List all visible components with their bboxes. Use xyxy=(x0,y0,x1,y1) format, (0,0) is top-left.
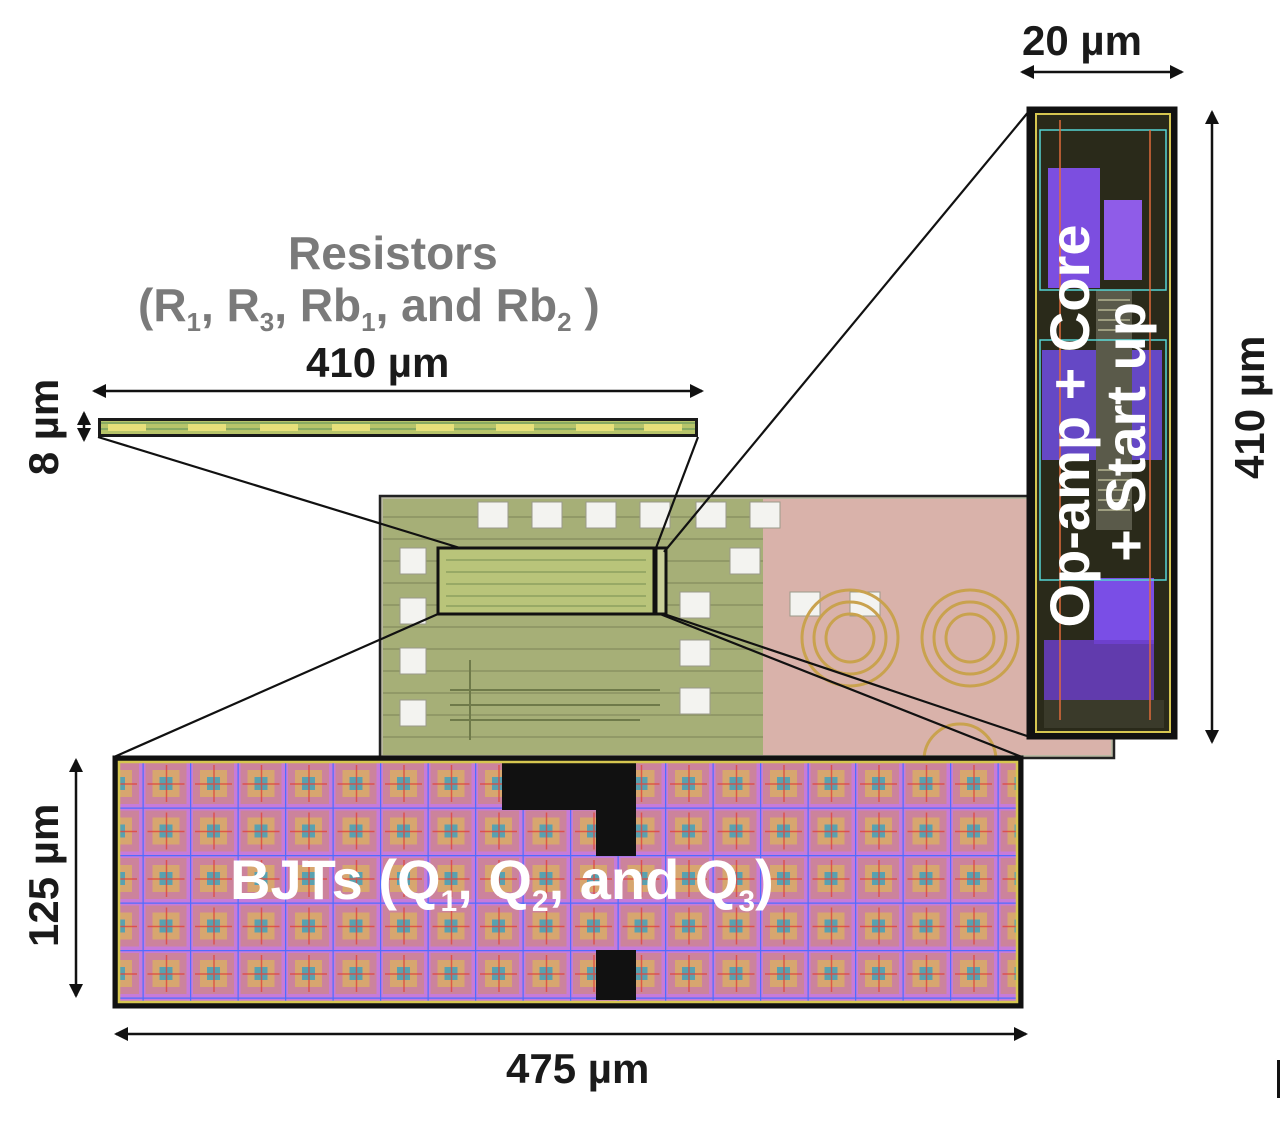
r3-subscript: 3 xyxy=(259,307,275,338)
rb1-subscript: 1 xyxy=(361,307,376,338)
resistors-subtitle-pre: (R xyxy=(138,279,187,331)
opamp-core-text: Op-amp + Core xyxy=(1038,224,1101,628)
bjt-height-text: 125 µm xyxy=(20,803,67,947)
rb2-subscript: 2 xyxy=(557,307,572,338)
resistors-title: Resistors xyxy=(288,227,498,279)
resistors-subtitle-sep2: , Rb xyxy=(274,279,362,331)
bjts-label-pre: BJTs (Q xyxy=(230,848,441,911)
bjt-height-label: 125 µm xyxy=(20,803,67,947)
q3-subscript: 3 xyxy=(738,885,756,919)
resistor-strip xyxy=(98,418,698,437)
dimension-arrows xyxy=(69,65,1219,1041)
bjts-label-sep1: , Q xyxy=(457,848,532,911)
startup-label: + Start up xyxy=(1094,232,1157,632)
startup-text: + Start up xyxy=(1094,302,1157,562)
bjts-label-sep2: , and Q xyxy=(548,848,739,911)
opamp-height-label: 410 µm xyxy=(1226,336,1273,479)
resistors-subtitle-sep3: , and Rb xyxy=(375,279,558,331)
bjt-width-label: 475 µm xyxy=(506,1045,650,1092)
q2-subscript: 2 xyxy=(531,885,549,919)
resistor-height-label: 8 µm xyxy=(20,377,67,477)
r1-subscript: 1 xyxy=(186,307,202,338)
resistors-subtitle-sep1: , R xyxy=(201,279,260,331)
bjts-label: BJTs (Q1, Q2, and Q3) xyxy=(230,852,774,917)
resistors-subtitle-close: ) xyxy=(571,279,600,331)
q1-subscript: 1 xyxy=(440,885,458,919)
zoom-lines xyxy=(97,109,1031,759)
bjt-array xyxy=(112,755,1024,1009)
opamp-width-label: 20 µm xyxy=(1022,17,1142,64)
opamp-layout xyxy=(1026,106,1178,740)
opamp-height-text: 410 µm xyxy=(1226,335,1273,479)
resistors-subtitle: (R1, R3, Rb1, and Rb2 ) xyxy=(138,282,600,335)
resistor-height-text: 8 µm xyxy=(20,378,67,476)
resistor-width-label: 410 µm xyxy=(306,339,450,386)
bjts-label-close: ) xyxy=(755,848,774,911)
opamp-core-label: Op-amp + Core xyxy=(1038,186,1101,666)
